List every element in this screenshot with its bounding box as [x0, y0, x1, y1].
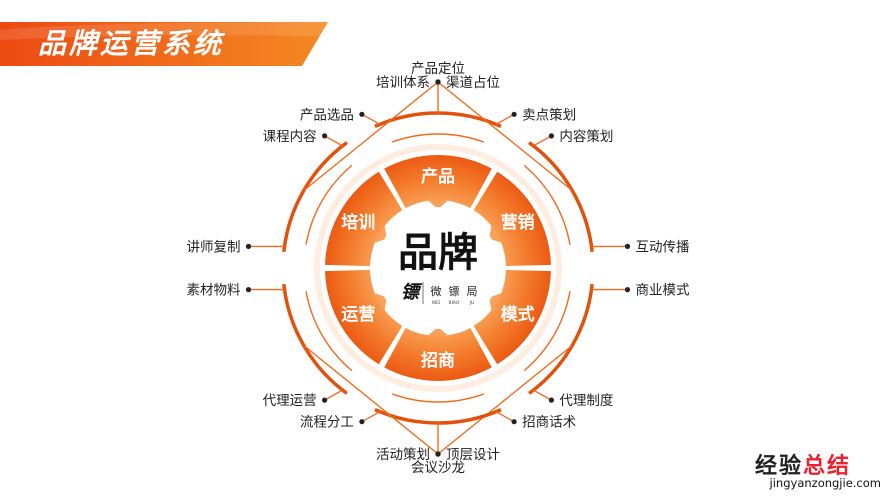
item-label: 活动策划 — [376, 446, 430, 463]
connector-dot-6-2 — [435, 79, 441, 85]
center-brand-char-1: 微 — [431, 284, 442, 298]
item-label: 培训体系 — [376, 75, 430, 91]
segment-arrow-2 — [489, 224, 503, 244]
connector-dot-5-2 — [435, 451, 441, 457]
item-label: 代理运营 — [263, 393, 317, 409]
connector-dot-3-3 — [548, 397, 555, 403]
connector-dot-2-3 — [624, 243, 631, 249]
connector-2-1 — [533, 135, 552, 147]
item-label: 代理制度 — [559, 393, 613, 409]
connector-dot-1-1 — [359, 111, 365, 117]
connector-dot-5-3 — [245, 287, 252, 293]
item-label: 课程内容 — [263, 128, 317, 145]
watermark-part1: 经验 — [754, 454, 803, 479]
segment-label-5: 运营 — [341, 304, 375, 325]
connector-dot-2-1 — [548, 133, 555, 139]
center-brand-char-2: 镖 — [449, 284, 460, 298]
segment-4 — [384, 327, 492, 382]
inner-arc-6 — [305, 164, 353, 245]
page-title: 品牌运营系统 — [38, 27, 225, 60]
item-label: 招商话术 — [522, 415, 576, 431]
connector-dot-3-1 — [624, 287, 631, 293]
item-label: 产品定位 — [411, 61, 465, 77]
item-label: 素材物料 — [187, 283, 241, 299]
segment-1 — [384, 155, 492, 209]
center-brand-pinyin-3: JU — [469, 300, 475, 306]
segment-label-4: 招商 — [421, 350, 455, 371]
item-label: 流程分工 — [300, 415, 354, 431]
connector-dot-1-3 — [511, 111, 517, 117]
segment-arrow-5 — [373, 292, 387, 312]
segment-2 — [473, 171, 551, 267]
connector-5-1 — [324, 389, 343, 401]
segment-arrow-6 — [373, 224, 387, 244]
segment-arrow-3 — [489, 292, 503, 312]
connector-6-3 — [324, 135, 343, 147]
inner-arc-4 — [391, 393, 485, 403]
connector-dot-6-1 — [245, 243, 252, 249]
item-label: 讲师复制 — [187, 238, 241, 255]
connector-1-1 — [361, 113, 381, 125]
segment-5 — [325, 269, 403, 365]
connector-4-3 — [361, 411, 381, 423]
segment-label-2: 营销 — [501, 212, 535, 233]
segment-3 — [473, 269, 551, 365]
center-brand-char-3: 局 — [467, 285, 478, 298]
connector-2-2 — [437, 81, 573, 192]
connector-1-3 — [495, 113, 515, 125]
connector-4-1 — [495, 411, 515, 423]
connector-3-3 — [533, 389, 552, 401]
item-label: 产品选品 — [300, 107, 354, 123]
center-brand-pinyin-2: BIAO — [449, 300, 460, 306]
inner-arc-2 — [523, 164, 571, 245]
connector-dot-6-3 — [322, 133, 328, 139]
connector-dot-4-1 — [511, 419, 517, 425]
segment-6 — [325, 171, 403, 267]
item-label: 互动传播 — [636, 239, 690, 255]
item-label: 商业模式 — [636, 283, 690, 299]
segment-label-6: 培训 — [341, 212, 375, 233]
connector-6-2 — [303, 81, 439, 192]
connector-5-2 — [303, 344, 439, 455]
segment-label-1: 产品 — [421, 166, 455, 187]
connector-dot-5-1 — [322, 397, 328, 403]
watermark-logo: 经验总结 — [755, 448, 851, 480]
watermark-part2: 总结 — [802, 454, 851, 479]
center-brand-pinyin-1: WEI — [432, 300, 441, 306]
item-label: 渠道占位 — [446, 75, 500, 91]
outer-arc-1 — [374, 111, 502, 128]
watermark-url: jingyanzongjie.com — [769, 476, 881, 490]
item-label: 会议沙龙 — [411, 460, 465, 476]
center-disc — [377, 207, 499, 329]
connector-3-2 — [437, 344, 573, 455]
item-label: 顶层设计 — [446, 447, 500, 463]
inner-arc-5 — [305, 291, 353, 372]
ring-halo — [314, 144, 562, 392]
center-logo-glyph: 镖 — [401, 282, 423, 303]
connector-dot-4-3 — [359, 419, 365, 425]
center-title: 品牌 — [398, 230, 478, 276]
item-label: 内容策划 — [559, 128, 613, 145]
item-label: 卖点策划 — [522, 106, 576, 123]
segment-arrow-4 — [427, 327, 449, 337]
outer-arc-4 — [374, 408, 502, 425]
inner-arc-3 — [523, 291, 571, 372]
segment-label-3: 模式 — [501, 304, 535, 325]
segment-arrow-1 — [427, 199, 449, 209]
inner-arc-1 — [391, 133, 485, 143]
